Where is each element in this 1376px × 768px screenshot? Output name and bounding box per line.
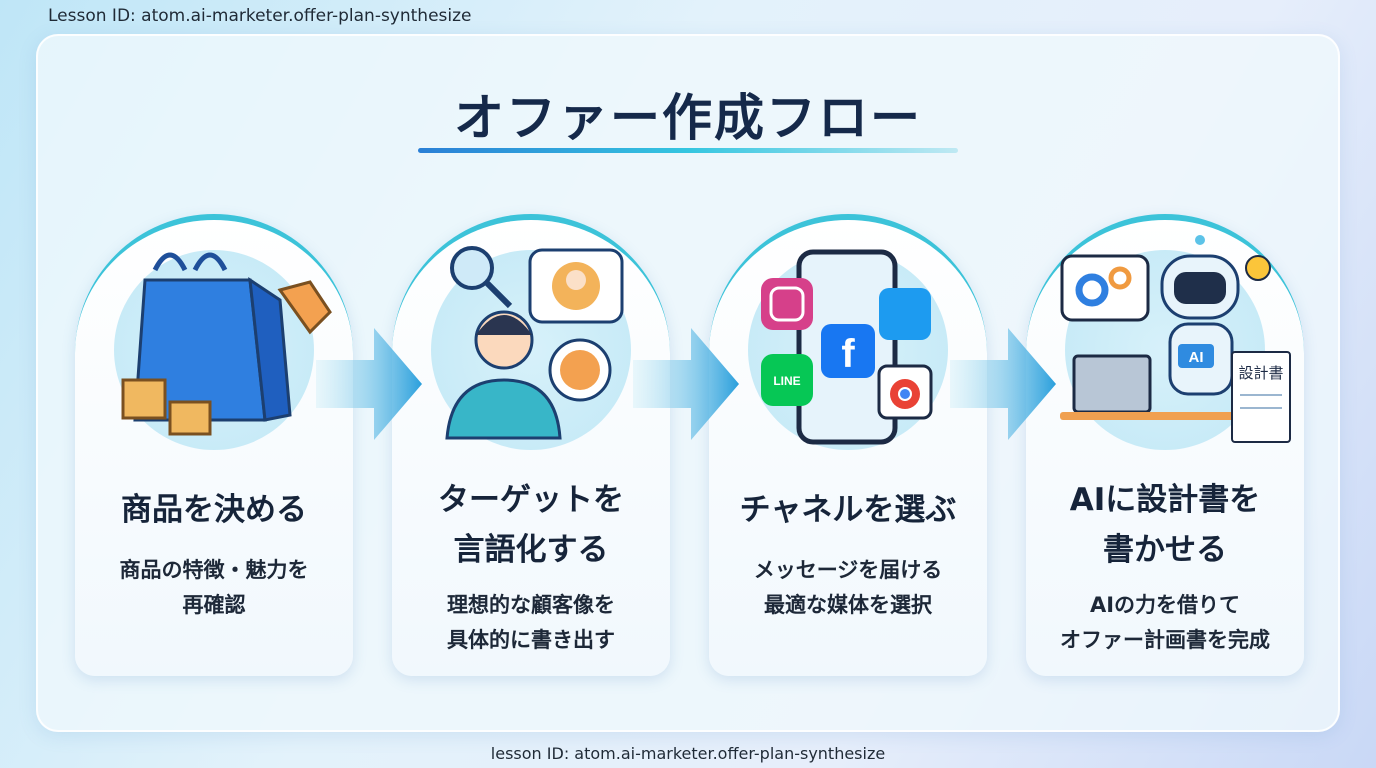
- arrow-right-icon: [633, 328, 739, 440]
- ai-robot-icon: AI 設計書: [1060, 235, 1291, 443]
- title-underline: [418, 148, 958, 153]
- page-title: オファー作成フロー: [454, 89, 922, 147]
- step-desc-line: 商品の特徴・魅力を: [119, 558, 309, 582]
- step-desc-line: 再確認: [182, 593, 246, 617]
- persona-icon: [445, 246, 624, 440]
- step-desc-line: 理想的な顧客像を: [447, 593, 615, 617]
- step-desc-line: 最適な媒体を選択: [764, 593, 932, 617]
- facebook-logo: f: [841, 332, 855, 376]
- arrow-right-icon: [316, 328, 422, 440]
- step-card-1: 商品を決める 商品の特徴・魅力を 再確認: [75, 214, 353, 676]
- lesson-id-bottom: lesson ID: atom.ai-marketer.offer-plan-s…: [490, 744, 886, 763]
- step-title: チャネルを選ぶ: [739, 492, 957, 528]
- step-title: 書かせる: [1103, 532, 1227, 568]
- step-desc-line: オファー計画書を完成: [1060, 628, 1270, 652]
- step-title: 言語化する: [453, 532, 609, 568]
- ai-badge: AI: [1189, 349, 1204, 366]
- shopping-bag-icon: [121, 252, 332, 436]
- step-card-4: AI 設計書 AIに設計書を 書かせる AIの力を借りて オファー計画書を完成: [1026, 214, 1304, 676]
- step-title: AIに設計書を: [1069, 482, 1261, 518]
- step-card-3: f LINE チャネルを選ぶ メッセージを届ける 最適な媒体を選択: [709, 214, 987, 676]
- step-desc-line: メッセージを届ける: [753, 558, 943, 582]
- step-card-2: ターゲットを 言語化する 理想的な顧客像を 具体的に書き出す: [392, 214, 670, 676]
- smartphone-sns-icon: f LINE: [761, 249, 933, 445]
- step-title: 商品を決める: [121, 492, 307, 528]
- lesson-id-top: Lesson ID: atom.ai-marketer.offer-plan-s…: [48, 6, 472, 26]
- step-desc-line: AIの力を借りて: [1089, 593, 1241, 617]
- step-desc-line: 具体的に書き出す: [447, 628, 615, 652]
- line-logo: LINE: [773, 374, 800, 388]
- arrow-right-icon: [950, 328, 1056, 440]
- design-doc-label: 設計書: [1238, 364, 1283, 382]
- step-title: ターゲットを: [438, 482, 624, 518]
